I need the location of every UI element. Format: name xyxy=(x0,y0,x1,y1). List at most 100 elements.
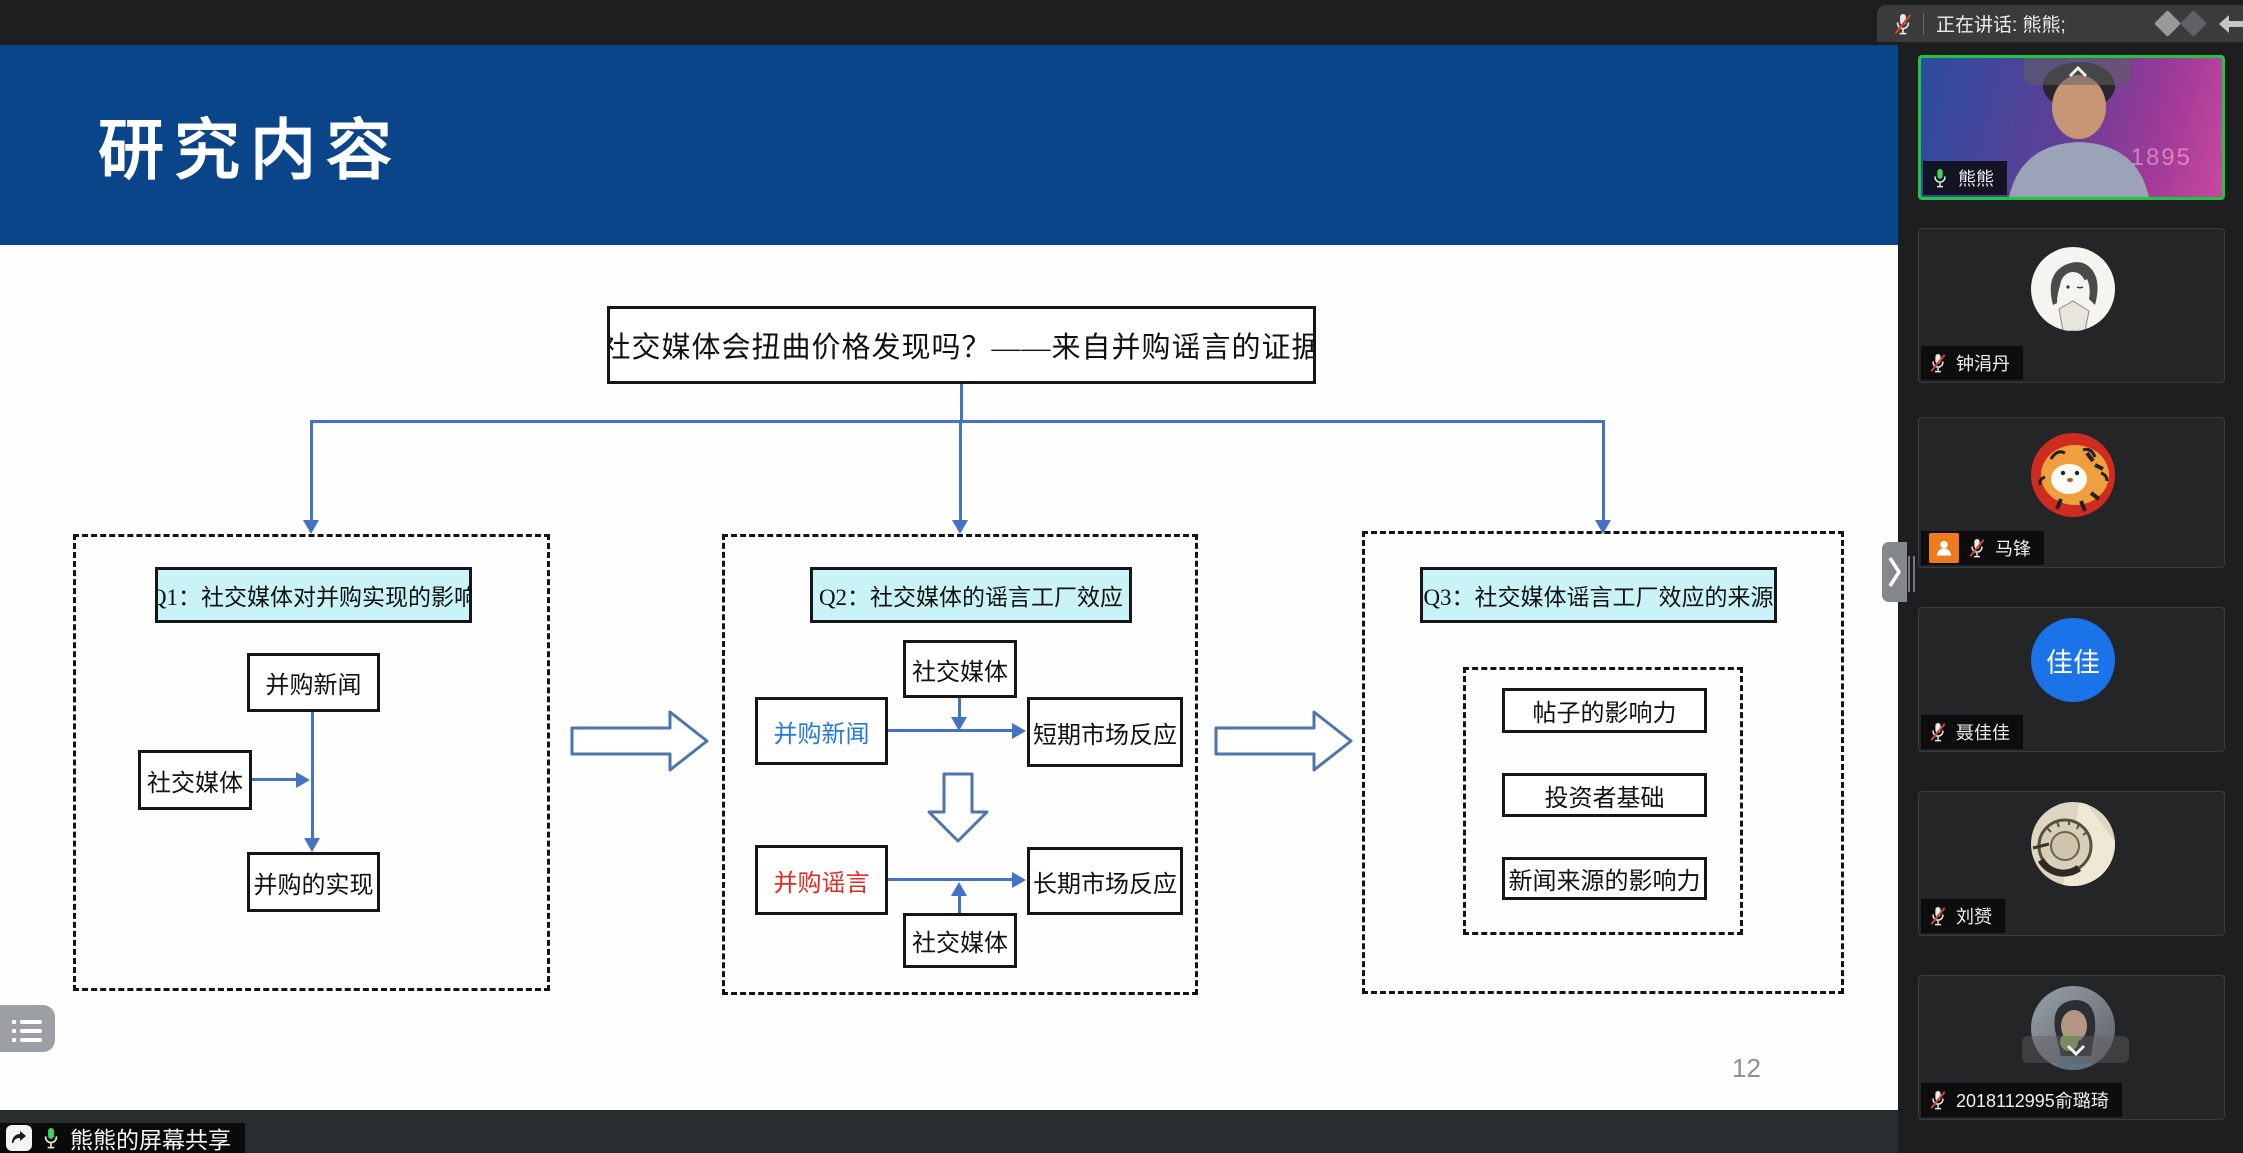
q1-right-arrowhead xyxy=(296,772,310,788)
back-arrow-icon[interactable] xyxy=(2217,13,2243,35)
mic-muted-icon xyxy=(1894,13,1912,34)
divider xyxy=(1923,12,1924,35)
video-watermark: 1895 xyxy=(2130,144,2192,171)
participant-tile-zhongjuandan[interactable]: 钟涓丹 xyxy=(1918,228,2225,383)
shared-slide: 研究内容 社交媒体会扭曲价格发现吗？——来自并购谣言的证据 Q1：社交媒体对并购… xyxy=(0,45,1898,1110)
slide-title: 研究内容 xyxy=(98,115,402,188)
arrowhead-q3 xyxy=(1595,520,1611,534)
participant-name: 钟涓丹 xyxy=(1956,354,2010,374)
q3-inner-panel xyxy=(1463,667,1743,935)
connector-drop-q2 xyxy=(959,420,962,521)
q1-down-arrowhead xyxy=(304,838,320,852)
participant-tile-xiongxiong[interactable]: 1895 熊熊 xyxy=(1918,55,2225,200)
mic-on-icon xyxy=(44,1128,58,1149)
q1-news-box: 并购新闻 xyxy=(247,653,380,712)
slide-page-number: 12 xyxy=(1732,1053,1761,1083)
avatar-camera-dial xyxy=(2031,802,2115,886)
mic-muted-icon xyxy=(1930,354,1946,373)
chevron-right-icon xyxy=(1888,557,1902,587)
q2-news-arrowhead xyxy=(1012,723,1026,739)
mic-on-icon xyxy=(1934,169,1946,188)
q3-post-box: 帖子的影响力 xyxy=(1502,688,1707,733)
screen-share-badge: 熊熊的屏幕共享 xyxy=(0,1123,245,1153)
participant-name: 2018112995俞璐琦 xyxy=(1956,1091,2109,1111)
name-badge: 2018112995俞璐琦 xyxy=(1921,1083,2122,1117)
arrowhead-q1 xyxy=(303,520,319,534)
name-badge: 聂佳佳 xyxy=(1921,715,2023,749)
sidebar-grip-line xyxy=(1908,556,1910,592)
share-status-strip: 熊熊的屏幕共享 xyxy=(0,1110,1898,1153)
q2-rumor-box: 并购谣言 xyxy=(755,845,888,915)
layout-speaker-icon[interactable] xyxy=(2180,10,2207,37)
hollow-arrow-down xyxy=(927,772,989,843)
q3-panel xyxy=(1362,531,1844,994)
participant-tile-mafeng[interactable]: 马锋 xyxy=(1918,417,2225,568)
chevron-down-icon xyxy=(2066,1044,2085,1056)
name-badge: 刘赟 xyxy=(1921,899,2005,933)
speaking-label: 正在讲话: 熊熊; xyxy=(1936,15,2066,36)
q3-investor-box: 投资者基础 xyxy=(1502,773,1707,817)
participant-name: 马锋 xyxy=(1995,539,2031,559)
q2-rumor-arrowhead xyxy=(1012,872,1026,888)
q2-news-line xyxy=(888,729,1012,732)
name-badge: 熊熊 xyxy=(1923,161,2007,195)
sidebar-collapse-handle[interactable] xyxy=(1882,542,1907,602)
mic-muted-icon xyxy=(1969,539,1985,558)
mic-muted-icon xyxy=(1930,1091,1946,1110)
avatar-text: 佳佳 xyxy=(2046,647,2100,678)
connector-horizontal xyxy=(311,420,1604,423)
hollow-arrow-q1-q2 xyxy=(570,710,709,772)
avatar-cartoon-girl xyxy=(2031,247,2115,331)
name-badge: 钟涓丹 xyxy=(1921,346,2023,380)
avatar-tiger xyxy=(2031,433,2115,517)
hollow-arrow-q2-q3 xyxy=(1214,710,1353,772)
screen-share-icon xyxy=(6,1125,32,1151)
participant-tile-niejiajia[interactable]: 佳佳 聂佳佳 xyxy=(1918,607,2225,752)
participant-tile-liuyun[interactable]: 刘赟 xyxy=(1918,791,2225,936)
flow-top-box: 社交媒体会扭曲价格发现吗？——来自并购谣言的证据 xyxy=(607,306,1316,384)
sidebar-grip-line xyxy=(1913,556,1915,592)
q2-header: Q2：社交媒体的谣言工厂效应 xyxy=(810,567,1132,623)
avatar-initials: 佳佳 xyxy=(2031,618,2115,702)
participant-tile-yuluqi[interactable]: 2018112995俞璐琦 xyxy=(1918,975,2225,1120)
q1-horizontal-line xyxy=(252,778,296,781)
q2-social-top-line xyxy=(958,698,961,718)
q2-panel xyxy=(722,534,1198,995)
slide-header-band: 研究内容 xyxy=(0,45,1898,245)
speaking-status-bar: 正在讲话: 熊熊; xyxy=(1877,5,2243,42)
connector-drop-q1 xyxy=(310,420,313,521)
mic-muted-icon xyxy=(1930,723,1946,742)
participant-name: 刘赟 xyxy=(1956,907,1992,927)
q1-header: Q1：社交媒体对并购实现的影响 xyxy=(155,567,472,623)
annotation-toolbar-button[interactable] xyxy=(0,1005,55,1052)
avatar-photo-girl xyxy=(2031,986,2115,1070)
collapse-videos-button[interactable] xyxy=(2024,58,2131,85)
q2-long-term-box: 长期市场反应 xyxy=(1027,847,1183,915)
q2-social-top-arrowhead xyxy=(951,717,967,731)
q2-social-bottom-line xyxy=(958,895,961,913)
annotation-list-icon xyxy=(12,1019,55,1042)
q2-rumor-line xyxy=(888,878,1012,881)
mic-muted-icon xyxy=(1930,907,1946,926)
q1-social-box: 社交媒体 xyxy=(138,750,252,810)
connector-drop-q3 xyxy=(1602,420,1605,521)
participant-name: 熊熊 xyxy=(1958,169,1994,189)
chevron-up-icon xyxy=(2068,65,2087,77)
layout-grid-icon[interactable] xyxy=(2154,10,2181,37)
host-icon xyxy=(1929,533,1959,563)
participant-name: 聂佳佳 xyxy=(1956,723,2010,743)
q2-social-top-box: 社交媒体 xyxy=(903,640,1017,698)
q2-social-bottom-arrowhead xyxy=(951,882,967,896)
q2-social-bottom-box: 社交媒体 xyxy=(903,913,1017,968)
q2-news-box: 并购新闻 xyxy=(755,697,888,765)
q3-source-box: 新闻来源的影响力 xyxy=(1502,857,1707,900)
q3-header: Q3：社交媒体谣言工厂效应的来源 xyxy=(1420,567,1777,623)
connector-stub xyxy=(960,384,963,421)
q1-panel xyxy=(73,534,550,991)
q1-realization-box: 并购的实现 xyxy=(247,852,380,912)
arrowhead-q2 xyxy=(952,520,968,534)
name-badge: 马锋 xyxy=(1921,531,2044,565)
scroll-participants-button[interactable] xyxy=(2022,1036,2129,1063)
share-label: 熊熊的屏幕共享 xyxy=(70,1127,231,1153)
